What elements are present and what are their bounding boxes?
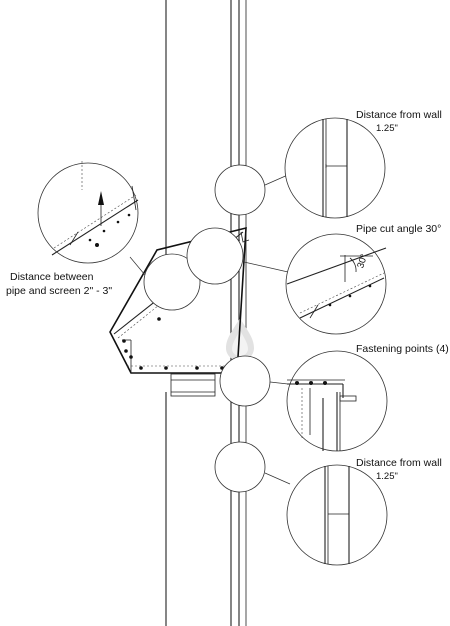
label-distance-wall-top-value: 1.25" [376, 123, 398, 134]
detail-fastening-points [286, 350, 388, 452]
label-distance-pipe-screen-2: pipe and screen 2" - 3" [6, 285, 112, 297]
ref-circle-fastening [219, 355, 271, 407]
ref-circle-wall-top [214, 164, 266, 216]
label-fastening-points: Fastening points (4) [356, 343, 449, 355]
detail-pipe-screen [37, 161, 139, 264]
label-angle-value: 30° [355, 252, 370, 269]
leader-fastening [269, 381, 289, 385]
ref-circle-wall-bottom [214, 441, 266, 493]
ref-circle-pipe [143, 253, 201, 311]
leader-angle [243, 261, 289, 273]
label-distance-wall-top: Distance from wall [356, 109, 442, 121]
detail-wall-bottom [286, 464, 388, 566]
leader-wall-bottom [264, 472, 291, 485]
detail-wall-top [284, 117, 386, 219]
label-distance-wall-bottom: Distance from wall [356, 457, 442, 469]
watermark-drop-icon [226, 318, 254, 361]
leader-pipe [129, 256, 146, 276]
mounting-bracket [170, 373, 216, 397]
label-distance-pipe-screen-1: Distance between [10, 271, 94, 283]
detail-pipe-cut-angle [285, 233, 387, 335]
ref-circle-angle [186, 227, 244, 285]
label-distance-wall-bottom-value: 1.25" [376, 471, 398, 482]
label-pipe-cut-angle: Pipe cut angle 30° [356, 223, 441, 235]
